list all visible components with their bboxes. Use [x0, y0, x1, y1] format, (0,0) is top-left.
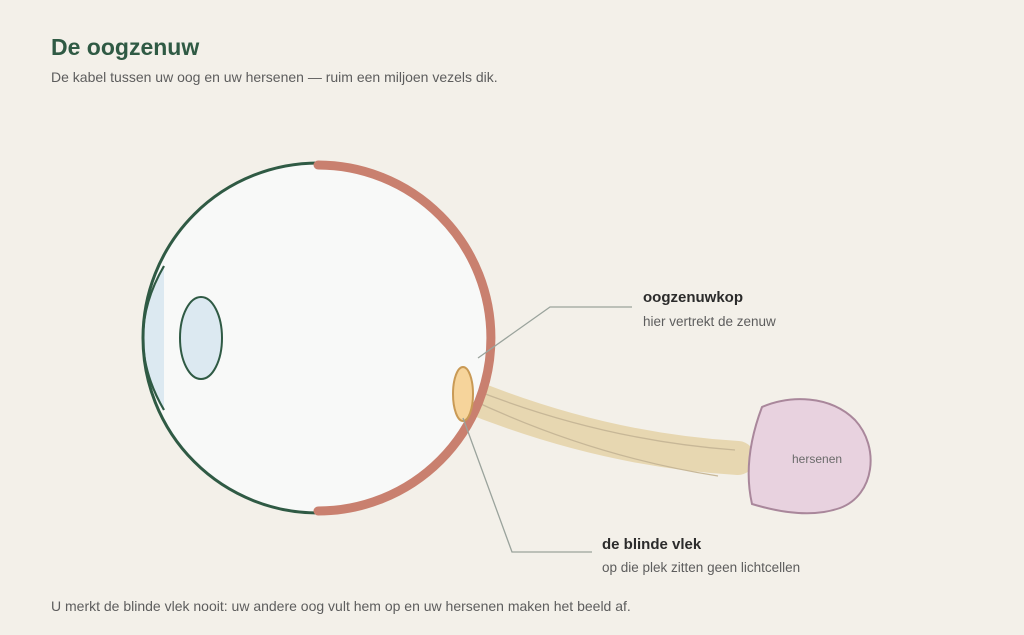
brain-label: hersenen	[792, 452, 842, 466]
callout-blind-spot: de blinde vlek op die plek zitten geen l…	[462, 417, 800, 575]
page-subtitle: De kabel tussen uw oog en uw hersenen — …	[51, 69, 498, 85]
optic-disc	[452, 366, 474, 422]
lens	[179, 296, 223, 380]
eyeball	[141, 160, 496, 516]
optic-nerve	[445, 376, 755, 477]
brain: hersenen	[747, 398, 872, 515]
brain-shape	[747, 398, 872, 515]
callout-subtitle: hier vertrekt de zenuw	[643, 314, 776, 329]
callout-title: de blinde vlek	[602, 536, 702, 553]
callout-title: oogzenuwkop	[643, 289, 743, 306]
callout-optic-disc: oogzenuwkop hier vertrekt de zenuw	[477, 289, 776, 359]
leader-line	[477, 306, 632, 359]
nerve-fiber	[467, 397, 719, 477]
optic-nerve-body	[445, 376, 755, 475]
page-title: De oogzenuw	[51, 34, 200, 60]
eyeball-body	[143, 163, 493, 513]
footer-note: U merkt de blinde vlek nooit: uw andere …	[51, 598, 631, 614]
retina	[313, 160, 496, 516]
leader-line	[462, 417, 592, 553]
nerve-fiber	[469, 387, 736, 451]
cornea	[144, 268, 164, 410]
callout-subtitle: op die plek zitten geen lichtcellen	[602, 560, 800, 575]
